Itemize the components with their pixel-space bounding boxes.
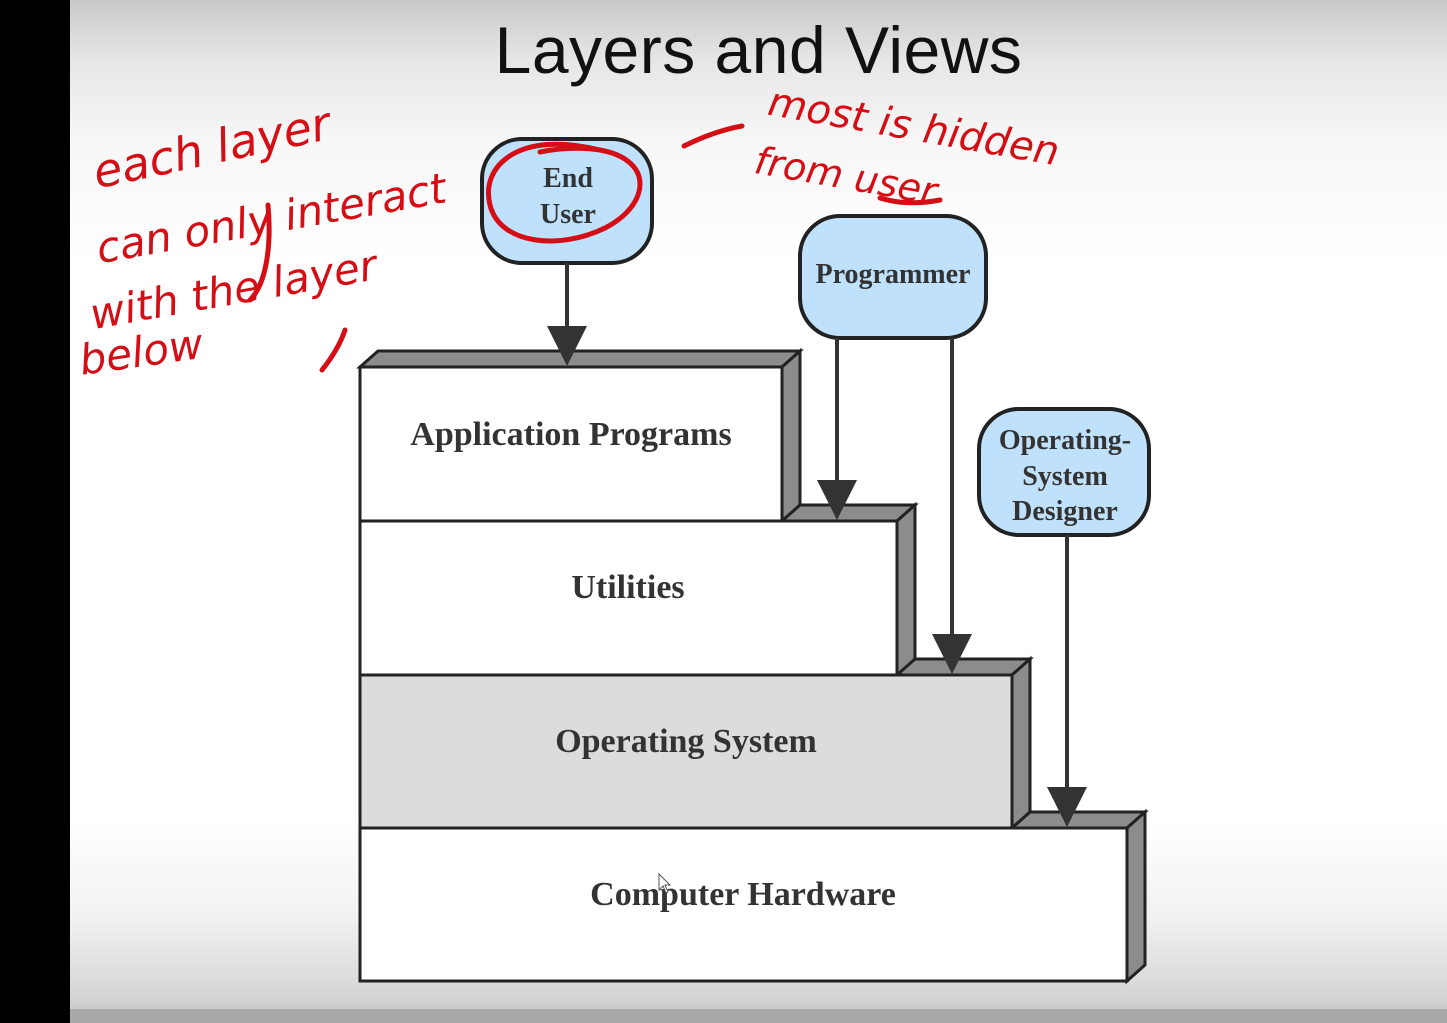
- layer-utilities: [358, 519, 899, 677]
- actor-end-user-label-line1: End: [543, 163, 593, 194]
- layer-label-operating-system: Operating System: [555, 723, 817, 760]
- actor-os-designer-label-line1: Operating-: [999, 425, 1131, 456]
- application-programs-top-ledge: [356, 349, 804, 369]
- layer-faces: [358, 365, 1129, 983]
- computer-hardware-top-ledge: [1008, 810, 1149, 830]
- operating-system-top-ledge: [893, 657, 1034, 677]
- computer-hardware-right-face: [1125, 808, 1147, 985]
- actor-os-designer-box: [977, 407, 1151, 537]
- layer-application-programs: [358, 365, 784, 523]
- layer-computer-hardware: [358, 826, 1129, 983]
- ink-dash: [681, 123, 745, 149]
- slide-bottom-bar: [70, 1009, 1447, 1023]
- actor-programmer-label: Programmer: [816, 259, 971, 290]
- layer-label-application-programs: Application Programs: [410, 416, 731, 453]
- layer-label-computer-hardware: Computer Hardware: [590, 876, 896, 913]
- utilities-top-ledge: [778, 503, 919, 523]
- ink-underline-flourish: [877, 195, 943, 206]
- application-programs-right-face: [780, 347, 802, 525]
- mouse-pointer-icon: [658, 872, 672, 894]
- ink-descender: [247, 202, 272, 303]
- actor-programmer-box: [798, 214, 988, 340]
- slide-title: Layers and Views: [494, 13, 1023, 87]
- ink-circle-end-user: [486, 141, 643, 244]
- actor-end-user-label-line2: User: [540, 199, 596, 230]
- note-left-line1: each layer: [88, 96, 338, 200]
- ink-descender-2: [319, 327, 348, 373]
- actor-os-designer-label-line2: System: [1022, 461, 1108, 492]
- operating-system-right-face: [1010, 655, 1032, 832]
- utilities-right-face: [895, 501, 917, 679]
- actor-os-designer-label-line3: Designer: [1012, 496, 1118, 527]
- layer-operating-system: [358, 673, 1014, 830]
- layer-label-utilities: Utilities: [571, 569, 684, 606]
